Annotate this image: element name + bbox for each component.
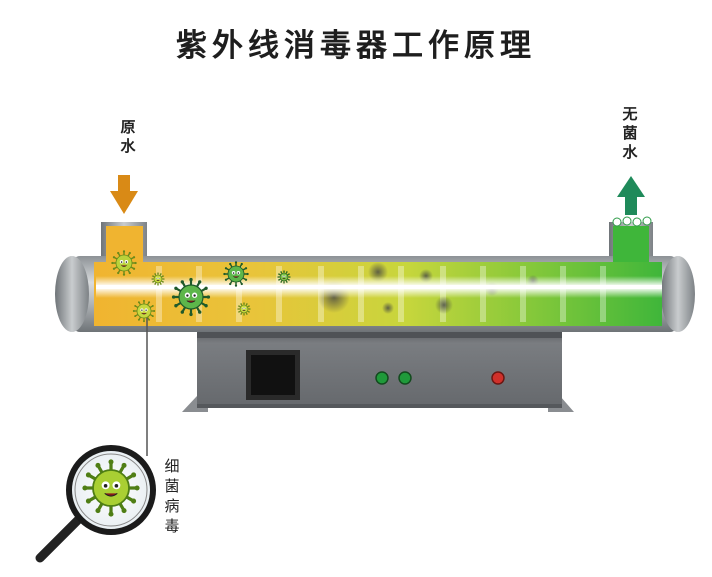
bubbles-icon: [612, 216, 652, 227]
raw-water-label-char: 原: [120, 118, 136, 136]
sterile-water-label-char: 水: [622, 143, 638, 161]
bacteria-icon: [132, 299, 156, 323]
raw-water-label: 原 水: [118, 118, 138, 156]
bacteria-label-char: 菌: [164, 477, 180, 495]
base-housing: [182, 332, 574, 412]
inlet-arrow-icon: [110, 175, 138, 214]
page-title: 紫外线消毒器工作原理: [176, 28, 536, 64]
sterile-water-label: 无 菌 水: [620, 105, 640, 162]
bacteria-icon: [111, 250, 137, 276]
sterile-water-label-char: 无: [622, 105, 638, 123]
outlet-arrow-icon: [617, 176, 645, 215]
indicator-light-green: [375, 371, 389, 385]
bacteria-label-char: 细: [164, 457, 180, 475]
raw-water-label-char: 水: [120, 137, 136, 155]
indicator-light-green: [398, 371, 412, 385]
bacteria-icon: [237, 302, 251, 316]
bacteria-icon: [277, 270, 291, 284]
control-panel-display: [246, 350, 300, 400]
bacteria-icon: [223, 261, 249, 287]
bacteria-icon: [82, 459, 140, 517]
bacteria-virus-cluster: [111, 250, 291, 323]
bacteria-closeup-icon: [82, 459, 140, 517]
uv-lamp: [96, 285, 662, 289]
bacteria-label-char: 病: [164, 497, 180, 515]
bacteria-icon: [171, 277, 211, 317]
sterile-water-label-char: 菌: [622, 124, 638, 142]
bacteria-icon: [151, 272, 165, 286]
bacteria-virus-label: 细 菌 病 毒: [162, 456, 182, 536]
bacteria-label-char: 毒: [164, 517, 180, 535]
indicator-light-red: [491, 371, 505, 385]
